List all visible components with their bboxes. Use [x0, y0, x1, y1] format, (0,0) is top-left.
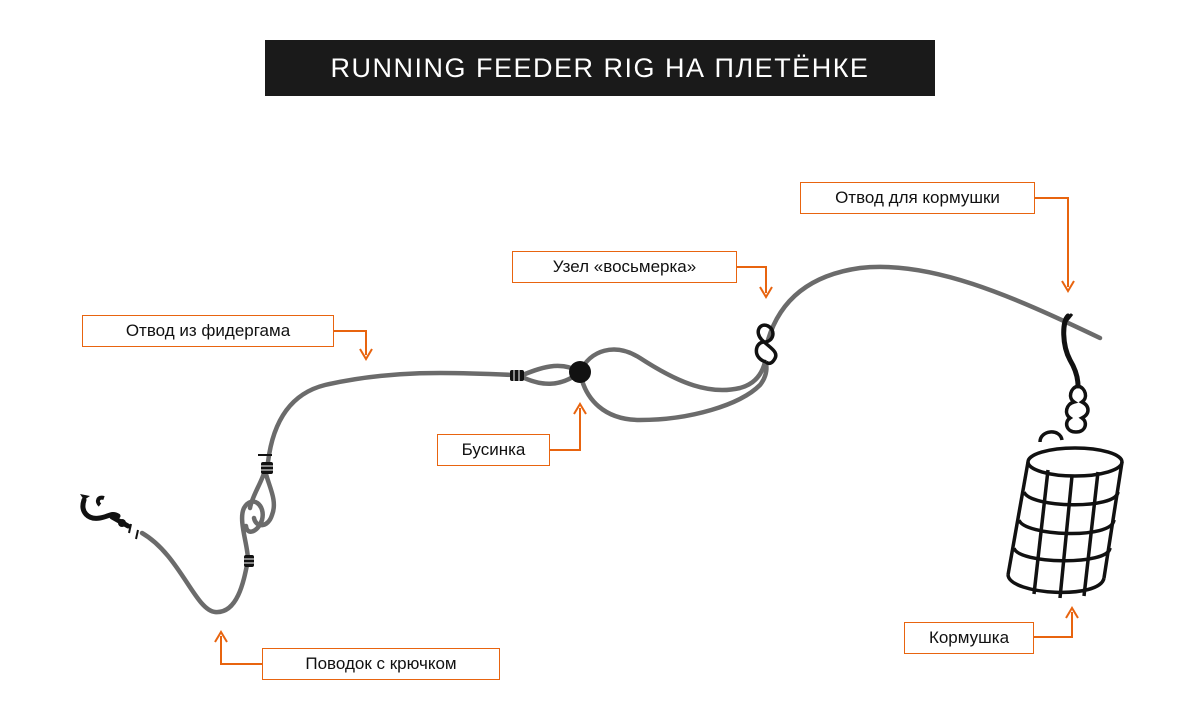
page-title: RUNNING FEEDER RIG НА ПЛЕТЁНКЕ — [265, 40, 935, 96]
leader-loop — [239, 499, 265, 563]
label-feedergum-link: Отвод из фидергама — [82, 315, 334, 347]
label-figure-eight-knot: Узел «восьмерка» — [512, 251, 737, 283]
label-feeder: Кормушка — [904, 622, 1034, 654]
hook-icon — [80, 494, 139, 540]
feeder-cage-icon — [1006, 430, 1124, 599]
crimp-lower — [244, 555, 254, 567]
leader-line — [139, 530, 251, 615]
label-feeder-link: Отвод для кормушки — [800, 182, 1035, 214]
swivel-icon — [1061, 313, 1090, 434]
label-bead: Бусинка — [437, 434, 550, 466]
arrow-feeder-link — [1035, 197, 1069, 287]
arrow-bead — [550, 408, 581, 451]
running-loop-lower — [577, 359, 769, 423]
feedergum-loop — [247, 469, 277, 528]
main-line — [139, 264, 1103, 615]
running-loop-upper — [577, 347, 768, 393]
arrow-leader — [220, 636, 262, 665]
crimp-upper — [261, 462, 273, 474]
arrow-feedergum — [334, 330, 367, 355]
callout-arrows — [214, 197, 1079, 665]
feedergum-line — [265, 370, 516, 465]
arrow-feeder — [1034, 612, 1073, 638]
crimp-bead — [510, 370, 524, 381]
bead-icon — [569, 361, 591, 383]
crimp-sleeves — [244, 370, 524, 567]
figure-eight-knot-icon — [754, 323, 778, 366]
label-leader-with-hook: Поводок с крючком — [262, 648, 500, 680]
main-line-upper — [765, 264, 1103, 343]
arrow-knot — [737, 266, 767, 293]
